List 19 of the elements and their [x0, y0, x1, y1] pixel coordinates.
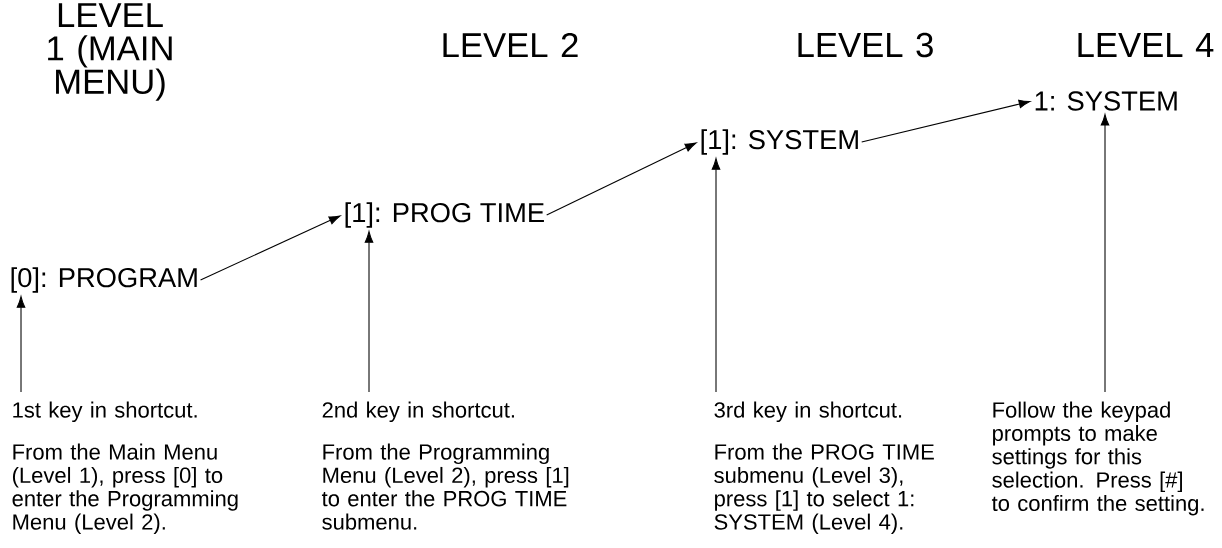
level-heading: LEVEL 3	[798, 32, 933, 58]
arrow	[1100, 114, 1110, 126]
level-heading: LEVEL 2	[443, 32, 578, 58]
level-heading: LEVEL 4	[1078, 33, 1214, 57]
menu-item: [1]: PROG TIME	[345, 202, 544, 228]
menu-item: [1]: SYSTEM	[701, 129, 858, 155]
arrow	[711, 158, 721, 170]
arrow	[364, 231, 374, 243]
instruction-text: 3rd key in shortcut. From the PROG TIME submenu (Level 3), press [1] to select 1: SYSTEM (Level 4).	[714, 401, 934, 535]
instruction-text: Follow the keypad prompts to make settings for this selection. Press [#] to confirm the setting.	[991, 401, 1204, 516]
arrow	[861, 99, 1031, 143]
arrow	[546, 142, 697, 216]
menu-item: [0]: PROGRAM	[11, 267, 197, 293]
menu-item: 1: SYSTEM	[1035, 91, 1177, 111]
instruction-text: 2nd key in shortcut. From the Programming Menu (Level 2), press [1] to enter the PROG TIME submenu.	[321, 401, 569, 530]
level-heading: LEVEL 1 (MAIN MENU)	[48, 3, 172, 101]
arrow	[16, 296, 26, 308]
arrow	[200, 215, 341, 281]
instruction-text: 1st key in shortcut. From the Main Menu (Level 1), press [0] to enter the Programming Menu (Level 2).	[12, 401, 238, 535]
